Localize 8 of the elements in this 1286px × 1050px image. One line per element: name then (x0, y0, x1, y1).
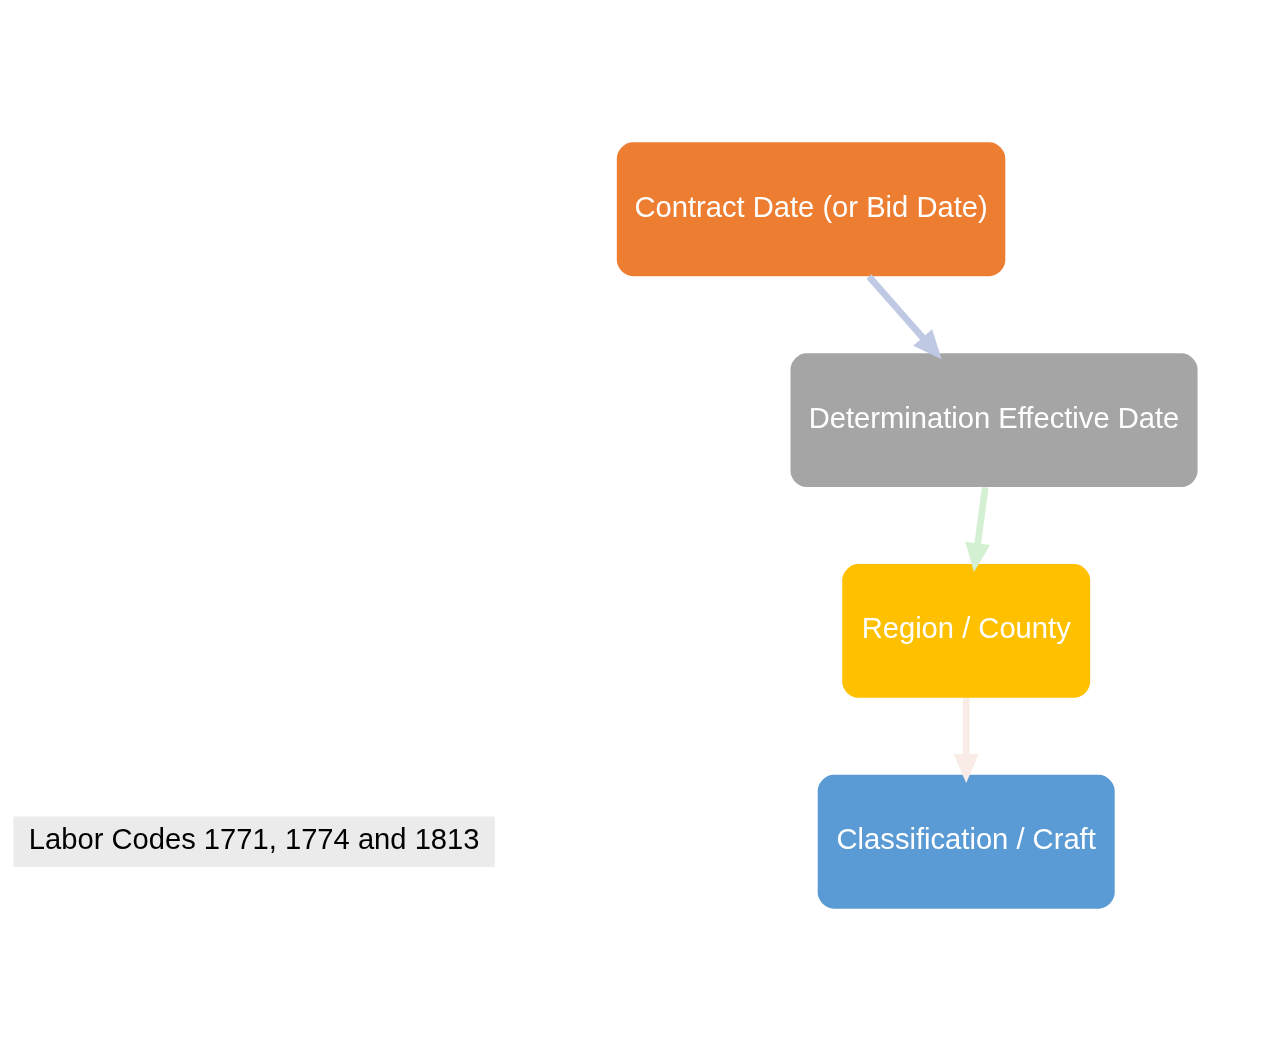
node-box: Classification / Craft (817, 774, 1115, 909)
label: Labor Codes 1771, 1774 and 1813 (28, 822, 480, 855)
node-box: Region / County (842, 563, 1091, 698)
arrow (965, 486, 991, 572)
node-box: Contract Date (or Bid Date) (616, 141, 1006, 276)
arrow (953, 697, 979, 783)
node-box: Determination Effective Date (790, 352, 1198, 487)
arrow (866, 273, 942, 359)
